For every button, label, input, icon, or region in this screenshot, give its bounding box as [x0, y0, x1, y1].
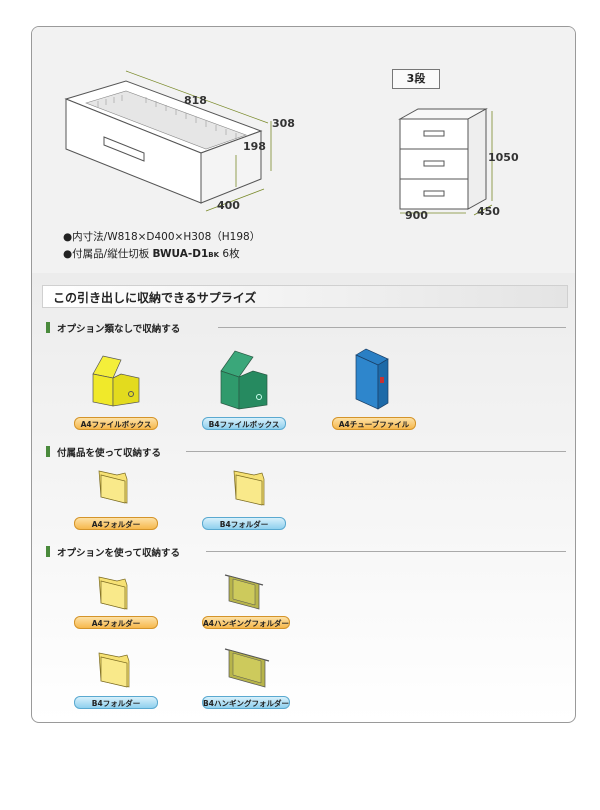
- accessory-spec: ●付属品/縦仕切板 BWUA-D1BK 6枚: [63, 246, 240, 261]
- content-panel: 818 308 198 400 3段 1050 900 450 ●内寸法/W81…: [31, 26, 576, 723]
- group-heading-options: オプションを使って収納する: [46, 545, 566, 559]
- dim-cabinet-depth: 450: [477, 205, 500, 218]
- item-label-b4-hanging-folder: B4ハンギングフォルダー: [202, 696, 290, 709]
- dim-depth-400: 400: [217, 199, 240, 212]
- item-label-b4-folder: B4フォルダー: [202, 517, 286, 530]
- heading-divider: [218, 327, 566, 328]
- folder-icon: [98, 470, 128, 504]
- item-label-a4-folder-option: A4フォルダー: [74, 616, 158, 629]
- item-label-b4-folder-option: B4フォルダー: [74, 696, 158, 709]
- group-heading-accessory: 付属品を使って収納する: [46, 445, 566, 459]
- heading-marker: [46, 322, 50, 333]
- accessory-model: BWUA-D1: [152, 248, 209, 260]
- dim-cabinet-width: 900: [405, 209, 428, 222]
- accessory-qty: 6枚: [219, 248, 240, 260]
- section-title: この引き出しに収納できるサプライズ: [53, 291, 257, 305]
- group-heading-text: オプションを使って収納する: [57, 548, 181, 559]
- drawer-illustration: [64, 70, 272, 212]
- group-heading-text: 付属品を使って収納する: [57, 448, 162, 459]
- item-label-a4-file-box: A4ファイルボックス: [74, 417, 158, 430]
- group-heading-no-options: オプション類なしで収納する: [46, 321, 566, 335]
- dim-height-308: 308: [272, 117, 295, 130]
- folder-icon: [98, 652, 130, 688]
- inner-size-spec: ●内寸法/W818×D400×H308（H198）: [63, 231, 261, 243]
- heading-divider: [186, 451, 566, 452]
- item-label-a4-folder: A4フォルダー: [74, 517, 158, 530]
- accessory-model-suffix: BK: [208, 251, 220, 259]
- heading-marker: [46, 546, 50, 557]
- dim-width-818: 818: [184, 94, 207, 107]
- dim-cabinet-height: 1050: [488, 151, 519, 164]
- blue-tube-file-icon: [355, 348, 389, 410]
- folder-icon: [98, 576, 128, 610]
- hanging-folder-icon: [224, 574, 264, 610]
- heading-marker: [46, 446, 50, 457]
- item-label-b4-file-box: B4ファイルボックス: [202, 417, 286, 430]
- hanging-folder-icon: [224, 648, 270, 688]
- item-label-a4-tube-file: A4チューブファイル: [332, 417, 416, 430]
- section-title-bar: この引き出しに収納できるサプライズ: [42, 285, 568, 308]
- item-label-a4-hanging-folder: A4ハンギングフォルダー: [202, 616, 290, 629]
- yellow-file-box-icon: [92, 355, 140, 407]
- cabinet-tier-label: 3段: [392, 69, 440, 89]
- heading-divider: [206, 551, 566, 552]
- group-heading-text: オプション類なしで収納する: [57, 324, 181, 335]
- cabinet-illustration: [398, 108, 493, 216]
- green-file-box-icon: [220, 350, 268, 410]
- accessory-prefix: ●付属品/縦仕切板: [63, 248, 153, 260]
- dim-inner-height-198: 198: [243, 140, 266, 153]
- folder-icon: [233, 470, 265, 506]
